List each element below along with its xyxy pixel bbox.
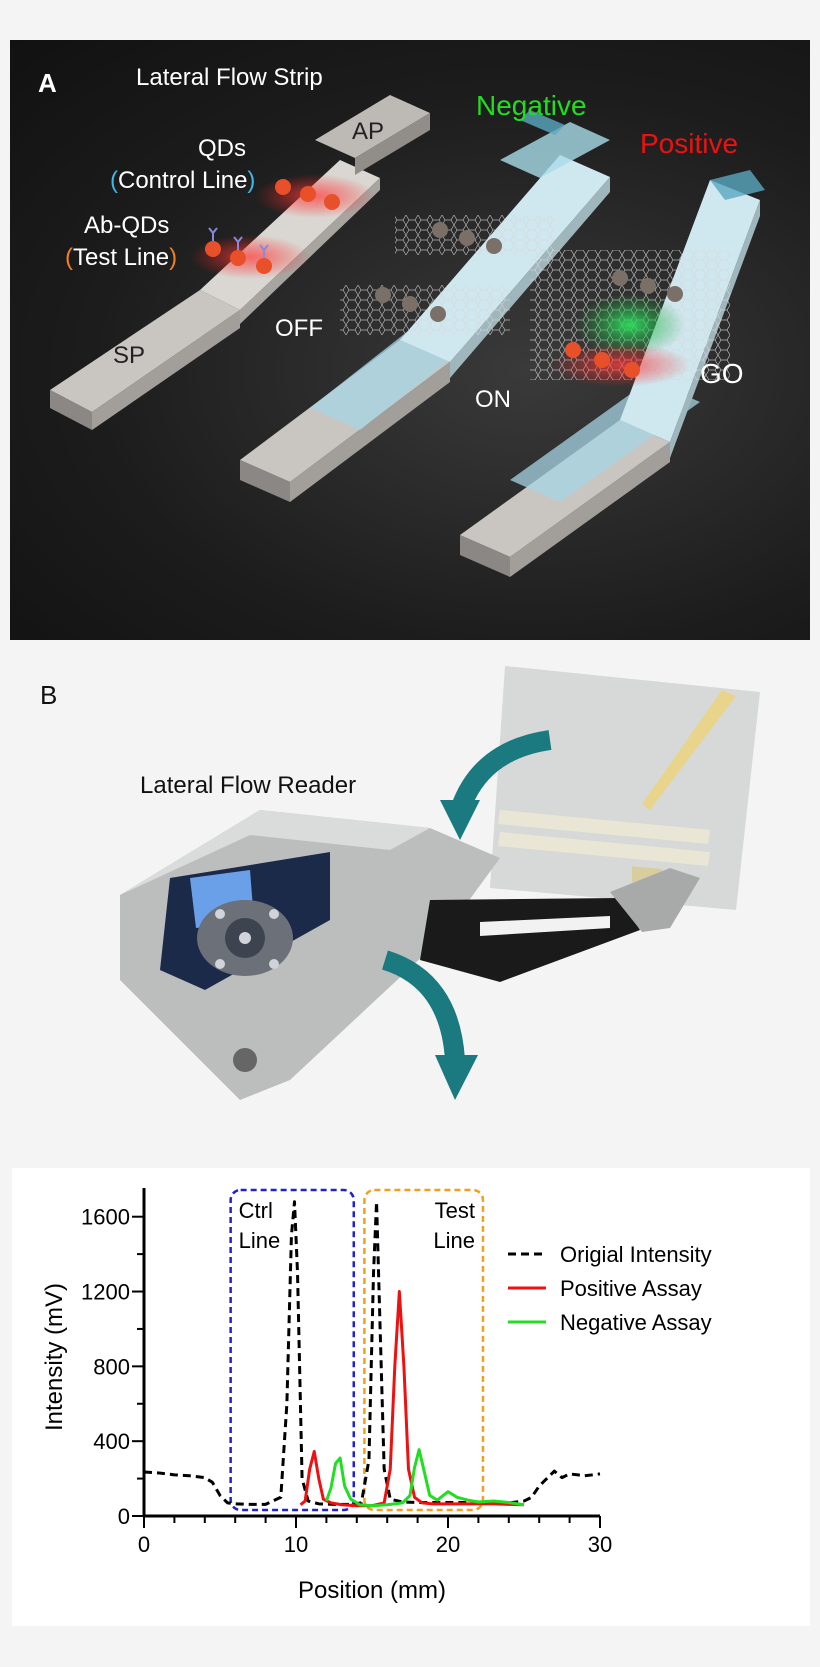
y-tick-label: 1600	[81, 1205, 130, 1230]
positive-label: Positive	[640, 128, 739, 159]
series-line-2	[324, 1448, 525, 1508]
panel-b-letter: B	[40, 680, 58, 710]
panel-a-letter: A	[38, 68, 57, 98]
reader-tray	[420, 898, 640, 982]
legend-label-0: Origial Intensity	[560, 1242, 712, 1267]
x-tick-label: 10	[284, 1532, 308, 1557]
arrow-to-chart	[381, 950, 465, 1061]
qds-label: QDs	[198, 135, 246, 162]
panel-a-illustration: A Lateral Flow Strip QDs (Control Line) …	[10, 40, 810, 640]
go-sheet-lower-middle	[340, 285, 510, 335]
series-line-0	[143, 1200, 601, 1506]
reader-device-graphic	[120, 666, 760, 1100]
go-label: GO	[700, 358, 744, 389]
annotation-label-line1: Test	[435, 1198, 475, 1223]
ap-label: AP	[352, 118, 385, 145]
x-tick-label: 30	[588, 1532, 612, 1557]
right-dots	[565, 270, 683, 378]
test-line-glow	[190, 235, 310, 279]
x-tick-label: 20	[436, 1532, 460, 1557]
lateral-flow-strips-graphic	[50, 95, 765, 577]
x-axis-title: Position (mm)	[298, 1577, 446, 1604]
test-line-label: (Test Line)	[65, 244, 178, 271]
middle-dots	[375, 222, 502, 322]
annotation-box-0	[229, 1188, 356, 1512]
y-tick-label: 1200	[81, 1280, 130, 1305]
y-tick-label: 0	[118, 1504, 130, 1529]
control-qd-dots	[275, 179, 340, 210]
reader-label: Lateral Flow Reader	[140, 772, 357, 799]
legend-label-1: Positive Assay	[560, 1276, 702, 1301]
legend-label-2: Negative Assay	[560, 1310, 712, 1335]
arrow-to-device	[450, 730, 552, 814]
on-label: ON	[475, 386, 511, 413]
y-tick-label: 800	[93, 1354, 130, 1379]
reader-knob	[233, 1048, 257, 1072]
strip-title: Lateral Flow Strip	[136, 64, 323, 91]
test-abqd-dots	[205, 227, 272, 274]
x-tick-label: 0	[138, 1532, 150, 1557]
positive-test-glow	[550, 343, 690, 387]
pipette-tip	[642, 690, 736, 810]
sp-label: SP	[113, 342, 146, 369]
annotation-label-line2: Line	[433, 1228, 475, 1253]
y-axis-title: Intensity (mV)	[41, 1283, 68, 1431]
annotation-label-line2: Line	[239, 1228, 281, 1253]
annotation-label-line1: Ctrl	[239, 1198, 273, 1223]
panel-b-photo	[10, 660, 810, 1160]
annotation-box-1	[363, 1188, 485, 1512]
series-line-1	[299, 1290, 525, 1508]
negative-label: Negative	[476, 90, 587, 121]
y-tick-label: 400	[93, 1429, 130, 1454]
go-sheet-upper-middle	[395, 215, 555, 255]
ab-qds-label: Ab-QDs	[84, 212, 170, 239]
off-label: OFF	[275, 315, 323, 342]
target-green-glow	[575, 293, 685, 357]
control-line-label: (Control Line)	[110, 167, 256, 194]
